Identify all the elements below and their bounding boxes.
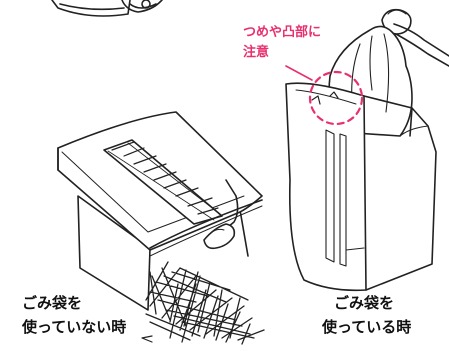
caution-label-line2: 注意 (243, 45, 270, 60)
caption-without-bag-line1: ごみ袋を (22, 294, 83, 312)
caution-label-line1: つめや凸部に (243, 25, 322, 40)
top-shredder-fragment (51, 0, 163, 17)
caption-pointer-left (141, 335, 153, 343)
caution-dashed-circle (308, 70, 364, 126)
shredded-paper-pile (145, 261, 265, 345)
shredder-with-bag (285, 8, 449, 292)
caution-leader-line (285, 65, 313, 81)
shredder-without-bag (57, 111, 263, 311)
caption-with-bag-line1: ごみ袋を (334, 294, 395, 312)
caption-with-bag-line2: 使っている時 (322, 318, 412, 336)
caption-without-bag-line2: 使っていない時 (22, 318, 127, 336)
